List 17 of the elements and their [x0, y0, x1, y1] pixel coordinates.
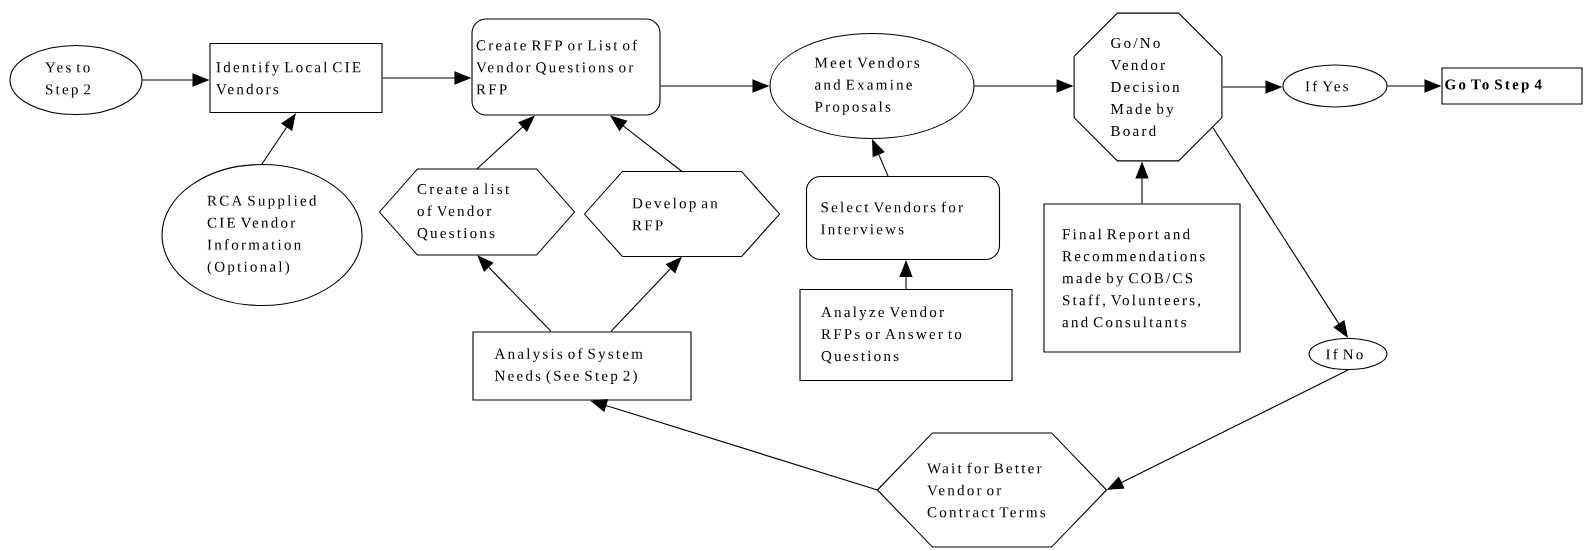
end-box: Go To Step 4: [1441, 67, 1583, 105]
preparation-hexagon: Develop an RFP: [583, 170, 781, 258]
arrow: [610, 115, 683, 172]
process-box: Select Vendors for Interviews: [805, 175, 1001, 261]
process-box: Identify Local CIE Vendors: [209, 42, 383, 114]
arrow: [477, 255, 552, 332]
decision-octagon: Go/No Vendor Decision Made by Board: [1073, 12, 1223, 162]
process-box: Analyze Vendor RFPs or Answer to Questions: [799, 288, 1013, 382]
arrow: [261, 113, 296, 165]
wait-hexagon: Wait for Better Vendor or Contract Terms: [876, 432, 1108, 548]
arrow: [590, 399, 878, 491]
arrow: [872, 139, 889, 177]
process-box: Analysis of System Needs (See Step 2): [472, 331, 692, 401]
preparation-hexagon: Create a list of Vendor Questions: [378, 168, 576, 256]
process-box: Final Report and Recommendations made by COB/CS Staff, Volunteers, and Consultants: [1043, 203, 1241, 353]
process-box: Create RFP or List of Vendor Questions or RFP: [471, 18, 661, 116]
arrow: [1212, 126, 1348, 338]
